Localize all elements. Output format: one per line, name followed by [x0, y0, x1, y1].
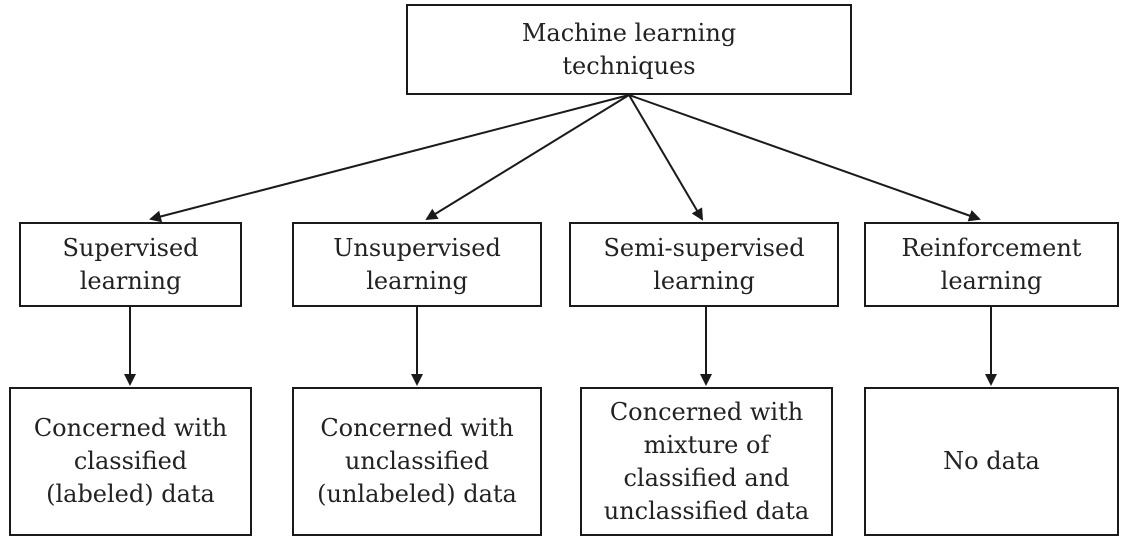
- category-label-supervised: Supervised learning: [62, 233, 199, 295]
- arrow-root-to-supervised: [149, 94, 630, 223]
- description-node-unsupervised: Concerned with unclassified (unlabeled) …: [292, 387, 542, 536]
- description-node-semi-supervised: Concerned with mixture of classified and…: [580, 387, 833, 536]
- description-label-supervised: Concerned with classified (labeled) data: [33, 414, 228, 508]
- category-label-unsupervised: Unsupervised learning: [333, 233, 501, 295]
- category-label-semi-supervised: Semi-supervised learning: [603, 233, 805, 295]
- category-node-unsupervised: Unsupervised learning: [292, 222, 542, 307]
- description-label-semi-supervised: Concerned with mixture of classified and…: [603, 397, 810, 525]
- description-node-supervised: Concerned with classified (labeled) data: [9, 387, 252, 536]
- category-label-reinforcement: Reinforcement learning: [901, 233, 1082, 295]
- root-node-label: Machine learning techniques: [521, 18, 737, 80]
- arrow-root-to-unsupervised: [425, 94, 630, 221]
- description-node-reinforcement: No data: [864, 387, 1119, 536]
- description-label-reinforcement: No data: [943, 447, 1040, 475]
- category-node-reinforcement: Reinforcement learning: [864, 222, 1119, 307]
- category-node-supervised: Supervised learning: [19, 222, 242, 307]
- root-node: Machine learning techniques: [406, 4, 852, 95]
- category-node-semi-supervised: Semi-supervised learning: [569, 222, 839, 307]
- arrow-root-to-semi-supervised: [628, 94, 704, 221]
- description-label-unsupervised: Concerned with unclassified (unlabeled) …: [317, 414, 517, 508]
- arrow-root-to-reinforcement: [628, 94, 981, 222]
